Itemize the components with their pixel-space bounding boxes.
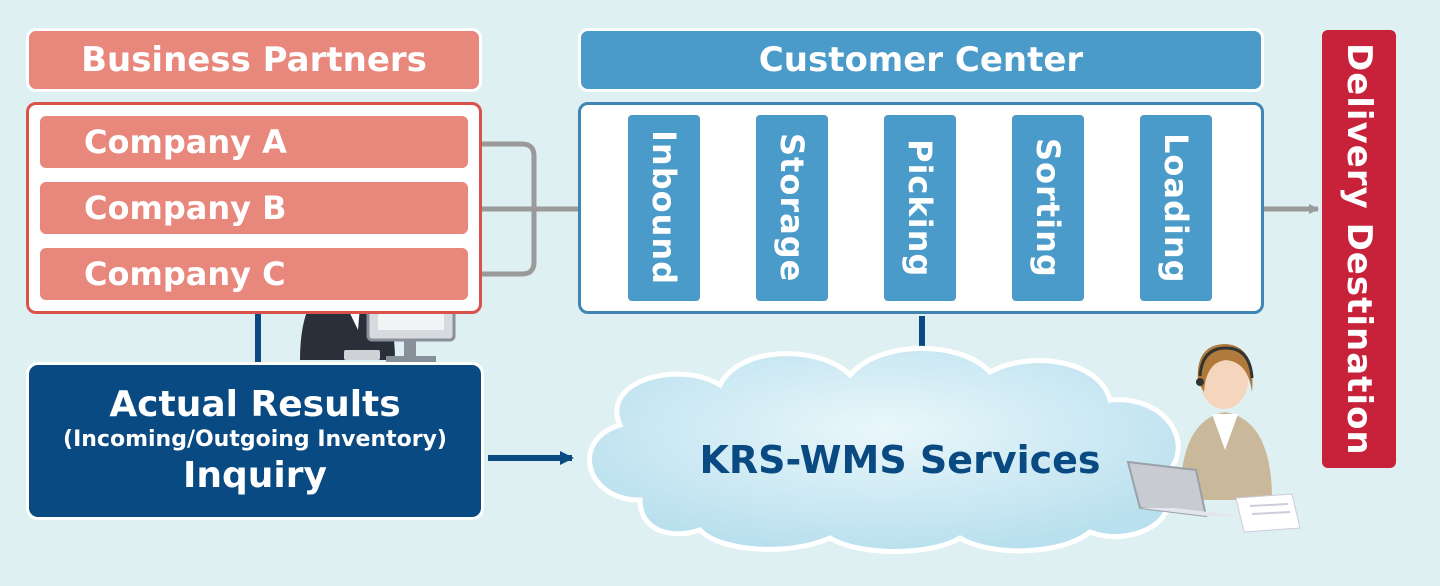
business-partners-title: Business Partners	[81, 40, 427, 80]
step-storage-label: Storage	[773, 133, 811, 283]
actual-results-title: Actual Results	[109, 384, 401, 425]
step-sorting-label: Sorting	[1029, 138, 1067, 278]
step-loading-label: Loading	[1157, 132, 1195, 284]
company-c-label: Company C	[84, 255, 286, 293]
customer-center-title: Customer Center	[758, 40, 1084, 80]
step-picking: Picking	[884, 115, 956, 301]
delivery-destination-label: Delivery Destination	[1339, 42, 1379, 456]
cloud-shape	[587, 345, 1181, 554]
step-picking-label: Picking	[901, 138, 939, 278]
customer-center-header: Customer Center	[578, 28, 1264, 92]
company-a-box: Company A	[40, 116, 468, 168]
actual-results-subtitle: (Incoming/Outgoing Inventory)	[63, 427, 447, 452]
company-c-box: Company C	[40, 248, 468, 300]
company-a-label: Company A	[84, 123, 287, 161]
krs-wms-services-label: KRS-WMS Services	[699, 438, 1101, 482]
step-storage: Storage	[756, 115, 828, 301]
company-b-label: Company B	[84, 189, 287, 227]
step-inbound-label: Inbound	[645, 130, 683, 286]
operator-illustration-right	[1126, 344, 1301, 533]
delivery-destination-box: Delivery Destination	[1322, 30, 1396, 468]
step-inbound: Inbound	[628, 115, 700, 301]
step-loading: Loading	[1140, 115, 1212, 301]
company-b-box: Company B	[40, 182, 468, 234]
business-partners-header: Business Partners	[26, 28, 482, 92]
actual-results-box: Actual Results (Incoming/Outgoing Invent…	[26, 362, 484, 520]
actual-results-inquiry: Inquiry	[183, 455, 327, 496]
step-sorting: Sorting	[1012, 115, 1084, 301]
